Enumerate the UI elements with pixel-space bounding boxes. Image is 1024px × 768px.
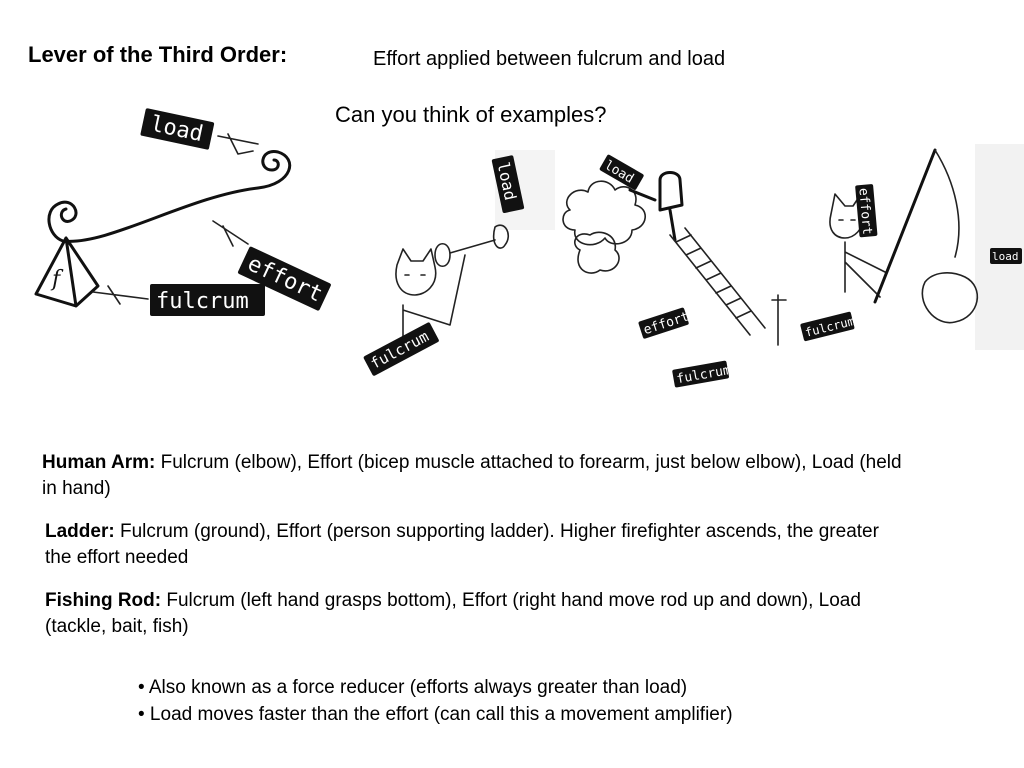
ladder-effort-tag: effort bbox=[638, 307, 691, 339]
load-label: load bbox=[148, 112, 205, 147]
ladder-load-tag: load bbox=[599, 154, 644, 190]
ladder-paragraph: Ladder: Fulcrum (ground), Effort (person… bbox=[45, 519, 905, 571]
cat-figure-icon bbox=[395, 248, 466, 346]
ladder-firefighter-illustration: load effort fulcrum bbox=[562, 154, 787, 388]
hydrant-icon bbox=[771, 294, 787, 346]
arm-fulcrum-tag: fulcrum bbox=[363, 322, 439, 376]
ladder-label: Ladder: bbox=[45, 521, 115, 542]
fishing-rod-text: Fulcrum (left hand grasps bottom), Effor… bbox=[45, 590, 861, 637]
ladder-fulcrum-label: fulcrum bbox=[675, 363, 732, 387]
cat-fisher-icon bbox=[829, 193, 886, 298]
effort-hand-icon bbox=[212, 220, 249, 247]
smoke-cloud-icon bbox=[562, 180, 646, 274]
fishing-line bbox=[934, 149, 960, 258]
fulcrum-tag: fulcrum bbox=[150, 284, 265, 316]
lever-diagram-illustration: f load effort fulcrum bbox=[34, 108, 331, 316]
ladder-icon bbox=[669, 227, 766, 336]
firefighter-icon bbox=[628, 171, 684, 242]
slide-subtitle: Effort applied between fulcrum and load bbox=[373, 48, 726, 70]
fishing-load-tag: load bbox=[990, 248, 1022, 264]
fulcrum-triangle bbox=[34, 236, 100, 308]
question-text: Can you think of examples? bbox=[335, 102, 607, 127]
fulcrum-symbol: f bbox=[50, 267, 64, 292]
bullet-list: • Also known as a force reducer (efforts… bbox=[138, 674, 733, 728]
fishing-effort-tag: effort bbox=[855, 184, 878, 238]
fish-bowl-icon bbox=[921, 272, 979, 324]
bullet-item: • Load moves faster than the effort (can… bbox=[138, 704, 733, 725]
fishing-effort-label: effort bbox=[855, 187, 874, 235]
fishing-rod-label: Fishing Rod: bbox=[45, 590, 162, 611]
ladder-text: Fulcrum (ground), Effort (person support… bbox=[45, 521, 879, 568]
fulcrum-label: fulcrum bbox=[156, 289, 249, 314]
lever-bar bbox=[47, 150, 292, 243]
human-arm-label: Human Arm: bbox=[42, 452, 156, 473]
fishing-load-label: load bbox=[992, 250, 1019, 263]
human-arm-paragraph: Human Arm: Fulcrum (elbow), Effort (bice… bbox=[42, 450, 902, 502]
fishing-fulcrum-tag: fulcrum bbox=[800, 311, 856, 342]
bullet-item: • Also known as a force reducer (efforts… bbox=[138, 677, 688, 698]
fishing-rod-icon bbox=[873, 148, 937, 304]
slide-title: Lever of the Third Order: bbox=[28, 42, 288, 67]
dumbbell-icon bbox=[434, 224, 510, 268]
load-tag: load bbox=[140, 108, 215, 150]
fishing-rod-paragraph: Fishing Rod: Fulcrum (left hand grasps b… bbox=[45, 588, 915, 640]
fishing-rod-illustration: effort load fulcrum bbox=[800, 144, 1024, 350]
human-arm-illustration: load fulcrum bbox=[363, 150, 555, 376]
human-arm-text: Fulcrum (elbow), Effort (bicep muscle at… bbox=[42, 452, 902, 499]
ladder-fulcrum-tag: fulcrum bbox=[672, 360, 732, 388]
fulcrum-hand-icon bbox=[92, 285, 149, 305]
load-hand-icon bbox=[217, 133, 259, 155]
